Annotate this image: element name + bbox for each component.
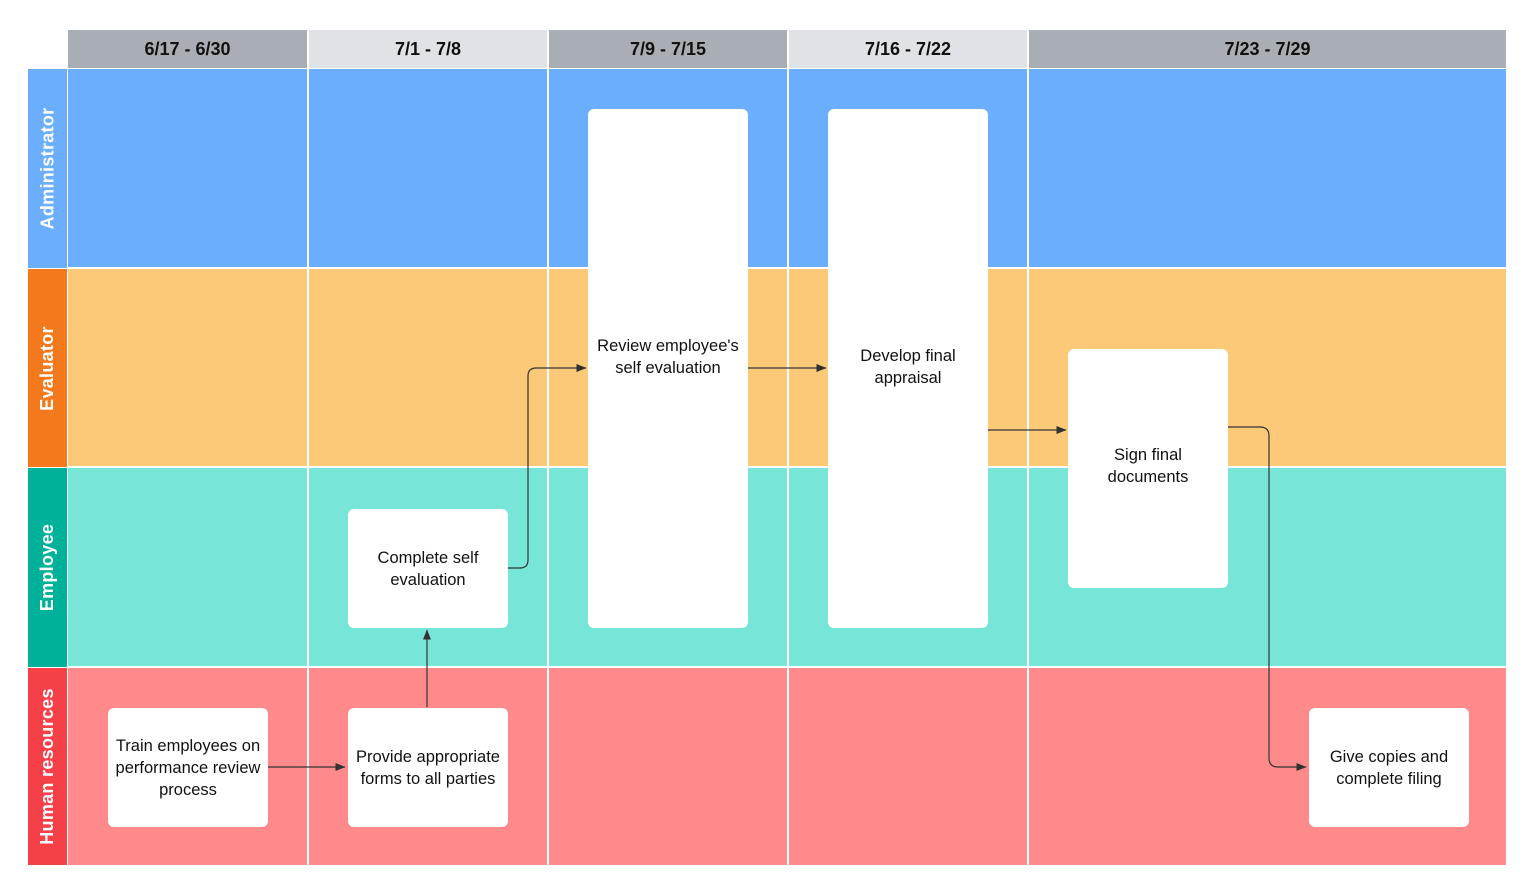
lane-divider bbox=[68, 466, 1506, 468]
lane-divider bbox=[68, 267, 1506, 269]
task-complete-self-evaluation: Complete self evaluation bbox=[348, 509, 508, 628]
lane-divider bbox=[68, 666, 1506, 668]
arrow-self-eval-to-review bbox=[508, 364, 587, 569]
lane-label-human-resources: Human resources bbox=[28, 668, 67, 865]
lane-label-employee: Employee bbox=[28, 468, 67, 667]
column-header-7-16: 7/16 - 7/22 bbox=[789, 30, 1027, 68]
column-header-7-9: 7/9 - 7/15 bbox=[549, 30, 787, 68]
column-header-6-17: 6/17 - 6/30 bbox=[68, 30, 307, 68]
task-sign-final-documents-text: Sign final documents bbox=[1107, 446, 1189, 486]
arrow-sign-to-filing bbox=[1228, 426, 1307, 771]
task-review-self-evaluation: Review employee's self evaluation bbox=[588, 109, 748, 628]
task-develop-final-appraisal: Develop final appraisal bbox=[828, 109, 988, 628]
lane-label-administrator: Administrator bbox=[28, 69, 67, 268]
lane-label-evaluator: Evaluator bbox=[28, 269, 67, 467]
column-header-7-1: 7/1 - 7/8 bbox=[309, 30, 547, 68]
task-provide-forms: Provide appropriate forms to all parties bbox=[348, 708, 508, 827]
column-header-7-23: 7/23 - 7/29 bbox=[1029, 30, 1506, 68]
task-sign-final-documents: Sign final documents bbox=[1068, 349, 1228, 588]
task-develop-final-appraisal-text: Develop final appraisal bbox=[860, 347, 956, 387]
task-give-copies-filing: Give copies and complete filing bbox=[1309, 708, 1469, 827]
task-train-employees: Train employees on performance review pr… bbox=[108, 708, 268, 827]
task-review-self-evaluation-text: Review employee's self evaluation bbox=[597, 337, 739, 377]
